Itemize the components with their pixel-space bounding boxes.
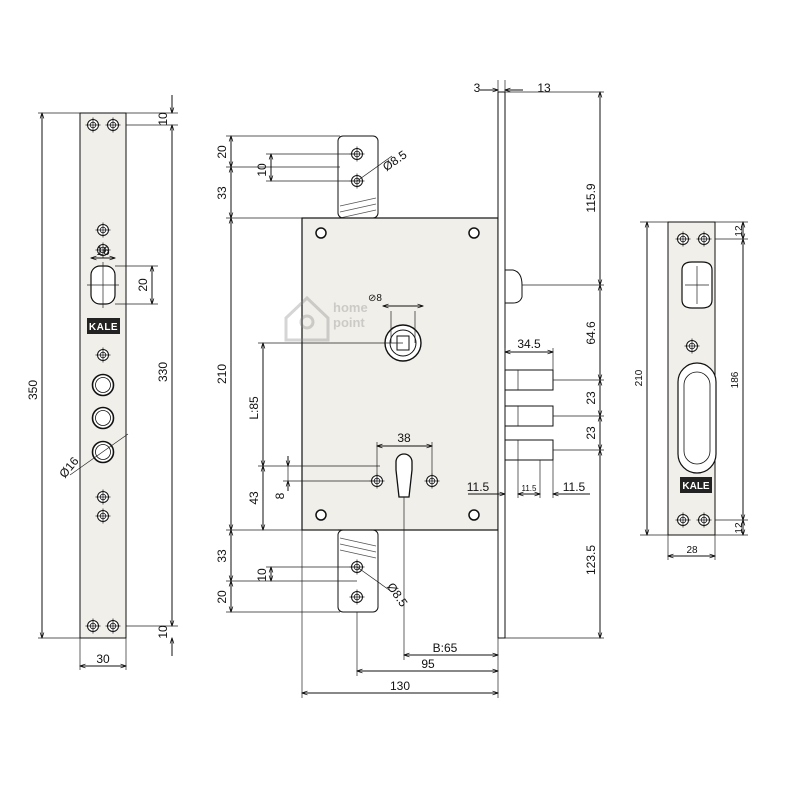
kale-logo-left-text: KALE <box>89 322 118 333</box>
dim-38: 38 <box>397 431 411 445</box>
kale-logo-right-text: KALE <box>682 481 710 492</box>
dim-top-33: 33 <box>215 186 229 200</box>
dim-210-body: 210 <box>215 364 229 384</box>
dim-123-5: 123.5 <box>584 545 598 575</box>
mount-hole-icon <box>468 227 480 239</box>
faceplate-right: KALE 210 12 186 12 28 <box>634 221 748 560</box>
latch-bolt <box>504 269 523 304</box>
kale-logo-left <box>87 318 120 334</box>
dim-8-small: 8 <box>273 492 287 499</box>
mount-hole-icon <box>315 509 327 521</box>
dim-dia-16: Ø16 <box>56 454 82 481</box>
roller-icon <box>91 373 115 397</box>
dim-L85: L:85 <box>247 396 261 420</box>
bolt-slot <box>677 362 717 474</box>
dim-bottom-33: 33 <box>215 549 229 563</box>
dim-11-5-mid: 11.5 <box>522 484 538 493</box>
mount-hole-icon <box>315 227 327 239</box>
dim-bottom-12: 12 <box>734 522 745 534</box>
dim-13: 13 <box>537 81 551 95</box>
homepoint-watermark: home point <box>284 295 368 342</box>
dim-43: 43 <box>247 491 261 505</box>
dim-23-b: 23 <box>584 426 598 440</box>
dim-30: 30 <box>96 652 110 666</box>
dim-top-12: 12 <box>734 225 745 237</box>
dim-11-5-left: 11.5 <box>467 480 490 494</box>
dead-bolts <box>504 369 554 461</box>
dim-bottom-10-body: 10 <box>255 568 269 582</box>
svg-text:home: home <box>333 300 368 315</box>
dim-64-6: 64.6 <box>584 321 598 345</box>
dim-top-10: 10 <box>156 112 170 126</box>
dim-350: 350 <box>26 380 40 400</box>
roller-icon <box>91 406 115 430</box>
dim-16: 16 <box>96 244 110 258</box>
lock-body-view: home point 20 33 10 Ø8.5 210 ⊘8 L:85 <box>215 80 604 698</box>
faceplate-side <box>497 91 506 639</box>
svg-text:point: point <box>333 315 365 330</box>
dim-330: 330 <box>156 362 170 382</box>
dim-28: 28 <box>686 545 698 556</box>
dim-top-20: 20 <box>215 145 229 159</box>
dim-210-face: 210 <box>634 369 645 386</box>
mount-hole-icon <box>468 509 480 521</box>
cylinder-cutout-icon <box>395 453 413 498</box>
kale-logo-right <box>680 477 712 493</box>
dim-186: 186 <box>730 371 741 388</box>
dim-top-dia-8-5: Ø8.5 <box>380 147 410 174</box>
dim-B65: B:65 <box>433 641 458 655</box>
dim-spindle-8: ⊘8 <box>368 293 382 304</box>
dim-115-9: 115.9 <box>584 183 598 212</box>
dim-34-5: 34.5 <box>517 337 541 351</box>
dim-bottom-20: 20 <box>215 590 229 604</box>
dim-bottom-10: 10 <box>156 625 170 639</box>
dim-20: 20 <box>136 278 150 292</box>
dim-bottom-dia-8-5: Ø8.5 <box>384 580 411 610</box>
dim-23-a: 23 <box>584 391 598 405</box>
strike-plate-left: KALE 350 330 10 10 16 20 Ø16 30 <box>26 95 178 670</box>
dim-95: 95 <box>421 657 435 671</box>
dim-3: 3 <box>474 81 481 95</box>
dim-top-10-body: 10 <box>255 163 269 177</box>
dim-130: 130 <box>390 679 410 693</box>
dim-11-5-right: 11.5 <box>563 480 586 494</box>
